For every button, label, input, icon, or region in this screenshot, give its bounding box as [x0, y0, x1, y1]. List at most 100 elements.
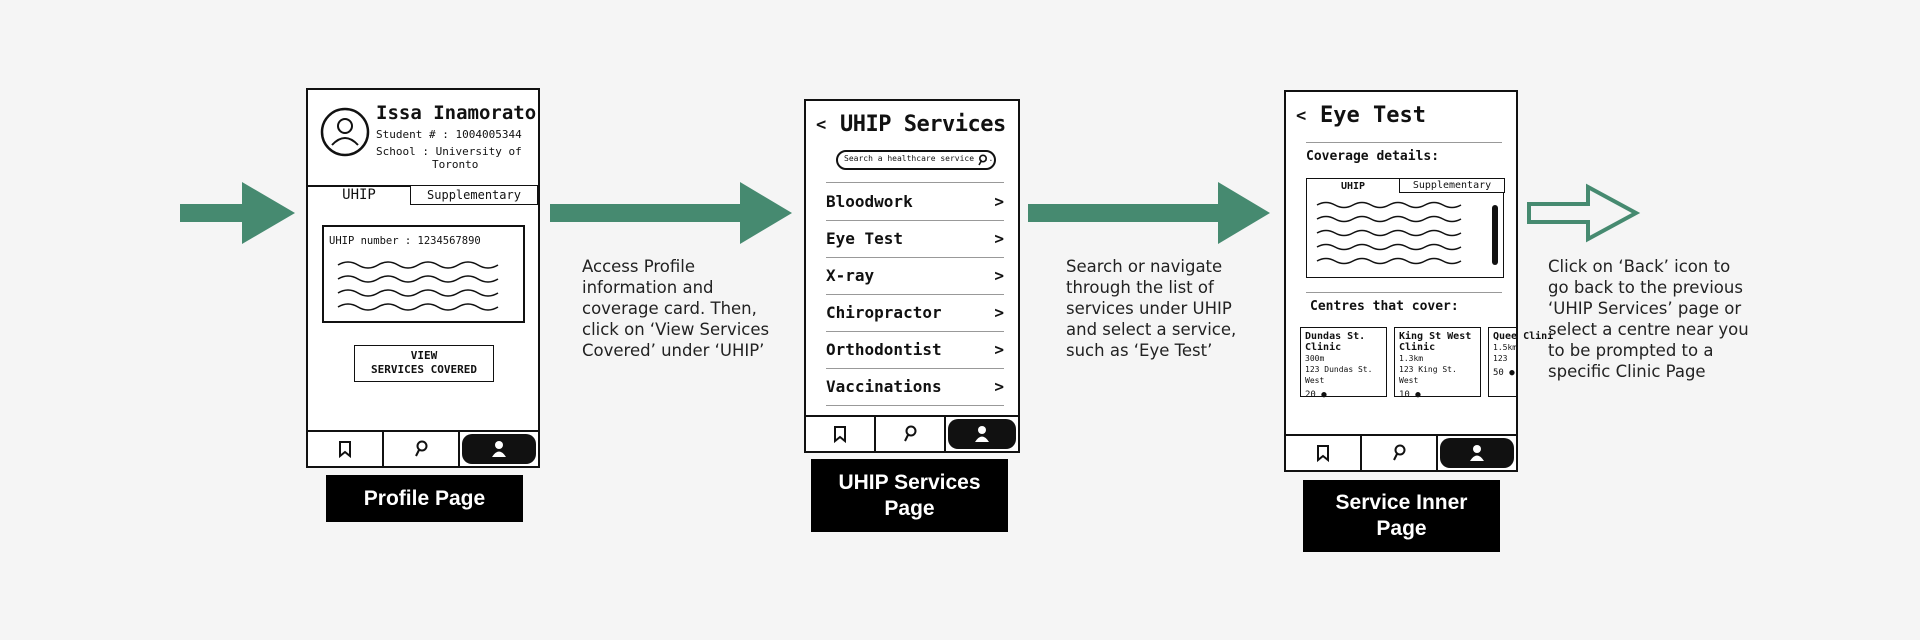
centre-name: King St West Clinic [1399, 331, 1472, 353]
outline-arrow-next [1527, 183, 1641, 243]
placeholder-squiggles [337, 261, 499, 311]
back-icon[interactable]: < [1296, 106, 1307, 126]
chevron-right-icon: > [994, 377, 1004, 396]
chevron-right-icon: > [994, 192, 1004, 211]
search-icon [904, 425, 917, 442]
placeholder-squiggles [1316, 201, 1462, 265]
card-scrollbar[interactable] [1492, 205, 1498, 265]
service-item-bloodwork[interactable]: Bloodwork > [826, 183, 1004, 221]
centre-count: 50 [1493, 368, 1504, 378]
nav-bookmark[interactable] [308, 432, 384, 466]
service-label: X-ray [826, 266, 875, 285]
centre-card-queen[interactable]: Quee Clini 1.5km 123 50 ● [1488, 327, 1553, 397]
services-phone-wireframe: < UHIP Services Search a healthcare serv… [804, 99, 1020, 453]
coverage-label: Coverage details: [1306, 149, 1440, 164]
school-line-2: Toronto [432, 158, 479, 171]
nav-profile[interactable] [462, 434, 536, 464]
person-icon: ● [1415, 390, 1421, 400]
step-description-3: Click on ‘Back’ icon to go back to the p… [1548, 257, 1749, 381]
person-icon: ● [1509, 368, 1515, 378]
service-item-orthodontist[interactable]: Orthodontist > [826, 331, 1004, 369]
chevron-right-icon: > [994, 229, 1004, 248]
service-item-eye-test[interactable]: Eye Test > [826, 220, 1004, 258]
search-icon [415, 440, 428, 457]
uhip-coverage-card: UHIP number : 1234567890 [322, 225, 525, 323]
bottom-nav [806, 415, 1018, 451]
profile-phone-wireframe: Issa Inamorato Student # : 1004005344 Sc… [306, 88, 540, 468]
centre-card-dundas[interactable]: Dundas St. Clinic 300m 123 Dundas St. We… [1300, 327, 1387, 400]
service-item-chiropractor[interactable]: Chiropractor > [826, 294, 1004, 332]
centre-name: Dundas St. Clinic [1305, 331, 1366, 353]
back-icon[interactable]: < [816, 115, 827, 135]
coverage-card: UHIP Supplementary [1306, 178, 1505, 278]
nav-profile[interactable] [1440, 438, 1514, 468]
eye-test-title: Eye Test [1320, 103, 1426, 128]
centre-distance: 300m [1305, 354, 1325, 363]
person-icon: ● [1321, 390, 1327, 400]
centre-address: 123 [1493, 354, 1508, 363]
tab-supplementary[interactable]: Supplementary [1399, 178, 1505, 193]
caption-uhip-services-page: UHIP Services Page [811, 459, 1008, 532]
caption-line-2: Page [1376, 517, 1427, 540]
view-services-line-2: SERVICES COVERED [371, 363, 477, 376]
service-item-vaccinations[interactable]: Vaccinations > [826, 368, 1004, 406]
step-description-1: Access Profile information and coverage … [582, 257, 770, 360]
chevron-right-icon: > [994, 303, 1004, 322]
service-label: Vaccinations [826, 377, 942, 396]
eye-test-phone-wireframe: < Eye Test Coverage details: UHIP Supple… [1284, 90, 1553, 472]
person-icon [975, 426, 989, 442]
service-item-x-ray[interactable]: X-ray > [826, 257, 1004, 295]
bookmark-icon [834, 426, 846, 444]
caption-service-inner-page: Service Inner Page [1303, 480, 1500, 552]
arrow-services-to-eyetest [1028, 182, 1270, 244]
service-search-bar[interactable]: Search a healthcare service ... [836, 150, 996, 170]
caption-profile-page: Profile Page [326, 475, 523, 522]
nav-bookmark[interactable] [1286, 436, 1362, 470]
profile-name: Issa Inamorato [376, 102, 537, 124]
caption-line-1: UHIP Services [838, 470, 981, 494]
bookmark-icon [339, 441, 351, 459]
nav-bookmark[interactable] [806, 417, 876, 451]
bottom-nav [308, 430, 538, 466]
services-title: UHIP Services [840, 112, 1006, 137]
search-icon [1393, 444, 1406, 461]
service-search-placeholder: Search a healthcare service ... [844, 154, 994, 163]
centre-address: 123 Dundas St. West [1305, 365, 1373, 385]
view-services-line-1: VIEW [410, 349, 438, 362]
service-label: Orthodontist [826, 340, 942, 359]
avatar-icon[interactable] [320, 107, 370, 157]
nav-profile[interactable] [948, 419, 1016, 449]
nav-search[interactable] [876, 417, 946, 451]
service-label: Eye Test [826, 229, 904, 248]
view-services-button[interactable]: VIEW SERVICES COVERED [354, 345, 494, 382]
student-number: Student # : 1004005344 [376, 128, 522, 141]
entry-arrow [180, 182, 295, 244]
centre-card-king[interactable]: King St West Clinic 1.3km 123 King St. W… [1394, 327, 1481, 400]
nav-search[interactable] [1362, 436, 1438, 470]
service-label: Chiropractor [826, 303, 942, 322]
centre-address: 123 King St. West [1399, 365, 1457, 385]
service-label: Bloodwork [826, 192, 913, 211]
search-bar-icon [978, 154, 988, 166]
arrow-profile-to-services [550, 182, 792, 244]
chevron-right-icon: > [994, 340, 1004, 359]
chevron-right-icon: > [994, 266, 1004, 285]
centre-count: 10 [1399, 390, 1410, 400]
centres-rule [1306, 292, 1502, 293]
nav-search[interactable] [384, 432, 460, 466]
bookmark-icon [1317, 445, 1329, 463]
tab-uhip[interactable]: UHIP [1340, 180, 1366, 192]
bottom-nav [1286, 434, 1516, 470]
person-icon [492, 441, 506, 457]
tab-supplementary[interactable]: Supplementary [410, 185, 538, 205]
title-rule [1306, 142, 1502, 143]
person-icon [1470, 445, 1484, 461]
list-top-rule [826, 182, 1004, 183]
centre-distance: 1.5km [1493, 343, 1518, 352]
centre-distance: 1.3km [1399, 354, 1424, 363]
caption-line-2: Page [884, 496, 935, 520]
tab-uhip[interactable]: UHIP [342, 187, 376, 203]
centre-count: 20 [1305, 390, 1316, 400]
uhip-number: UHIP number : 1234567890 [329, 235, 481, 247]
step-description-2: Search or navigate through the list of s… [1066, 257, 1237, 360]
